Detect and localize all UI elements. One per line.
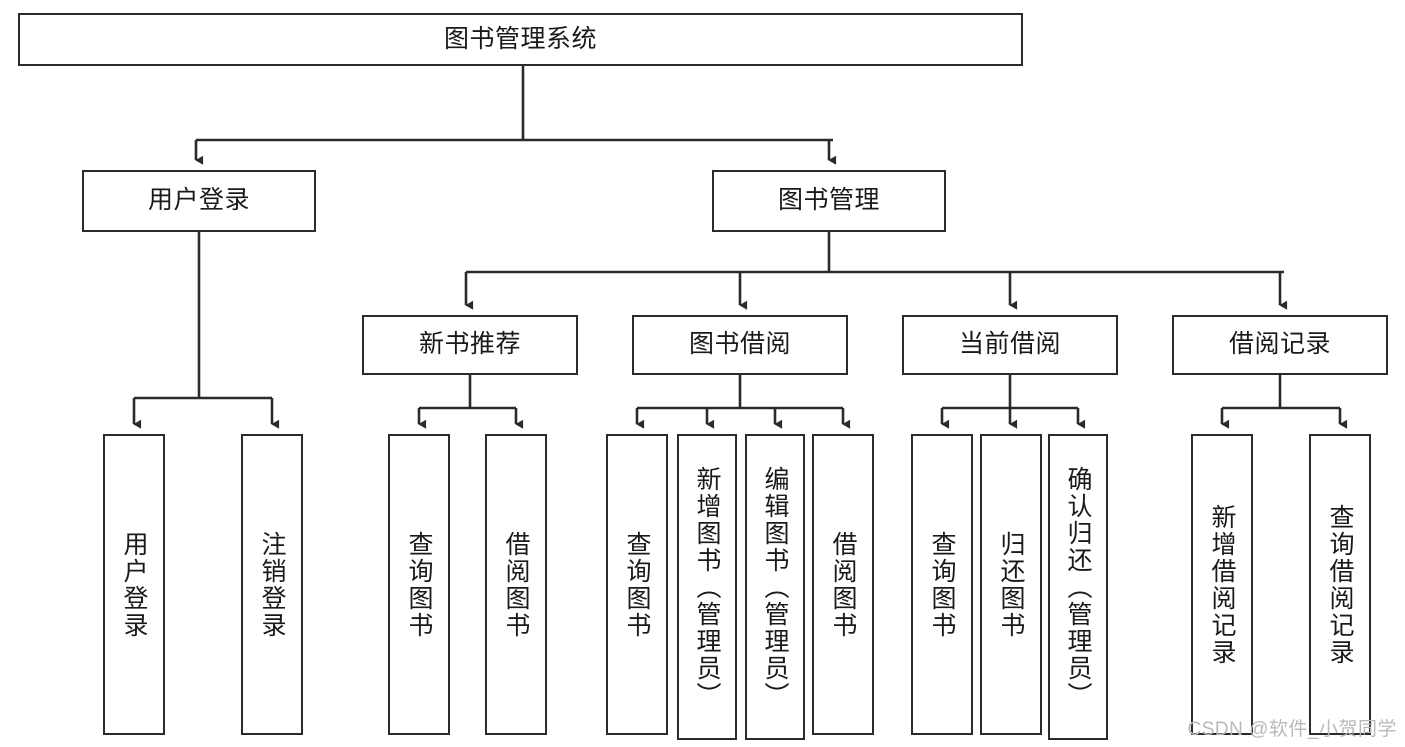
leaf-edit-book-admin[interactable]: 编辑图书（管理员）: [745, 434, 805, 740]
node-root-library-management-system[interactable]: 图书管理系统: [18, 13, 1023, 66]
node-user-login[interactable]: 用户登录: [82, 170, 316, 232]
node-book-management[interactable]: 图书管理: [712, 170, 946, 232]
node-label: 确认归还（管理员）: [1064, 465, 1092, 709]
node-label: 新增借阅记录: [1208, 503, 1236, 666]
node-label: 查询图书: [405, 530, 433, 639]
leaf-borrow-book-recommend[interactable]: 借阅图书: [485, 434, 547, 735]
leaf-query-book-borrow[interactable]: 查询图书: [606, 434, 668, 735]
leaf-query-book-current[interactable]: 查询图书: [911, 434, 973, 735]
csdn-watermark: CSDN @软件_小贺同学: [1187, 719, 1397, 740]
node-label: 用户登录: [147, 186, 250, 215]
node-label: 注销登录: [258, 530, 286, 639]
node-label: 借阅记录: [1228, 330, 1331, 359]
node-label: 图书管理系统: [443, 24, 597, 53]
leaf-borrow-book[interactable]: 借阅图书: [812, 434, 874, 735]
leaf-return-book[interactable]: 归还图书: [980, 434, 1042, 735]
node-label: 查询图书: [928, 530, 956, 639]
node-current-borrow[interactable]: 当前借阅: [902, 315, 1118, 375]
leaf-add-book-admin[interactable]: 新增图书（管理员）: [677, 434, 737, 740]
node-label: 编辑图书（管理员）: [761, 465, 789, 709]
leaf-query-borrow-record[interactable]: 查询借阅记录: [1309, 434, 1371, 735]
node-label: 新增图书（管理员）: [693, 465, 721, 709]
node-label: 借阅图书: [502, 530, 530, 639]
node-label: 查询图书: [623, 530, 651, 639]
leaf-add-borrow-record[interactable]: 新增借阅记录: [1191, 434, 1253, 735]
leaf-user-login[interactable]: 用户登录: [103, 434, 165, 735]
node-label: 借阅图书: [829, 530, 857, 639]
node-label: 用户登录: [120, 530, 148, 639]
node-label: 查询借阅记录: [1326, 503, 1354, 666]
node-borrow-record[interactable]: 借阅记录: [1172, 315, 1388, 375]
node-book-borrow[interactable]: 图书借阅: [632, 315, 848, 375]
node-label: 当前借阅: [958, 330, 1061, 359]
leaf-logout[interactable]: 注销登录: [241, 434, 303, 735]
node-label: 归还图书: [997, 530, 1025, 639]
leaf-query-book-recommend[interactable]: 查询图书: [388, 434, 450, 735]
node-new-book-recommend[interactable]: 新书推荐: [362, 315, 578, 375]
leaf-confirm-return-admin[interactable]: 确认归还（管理员）: [1048, 434, 1108, 740]
node-label: 新书推荐: [418, 330, 521, 359]
node-label: 图书借阅: [688, 330, 791, 359]
node-label: 图书管理: [777, 186, 880, 215]
